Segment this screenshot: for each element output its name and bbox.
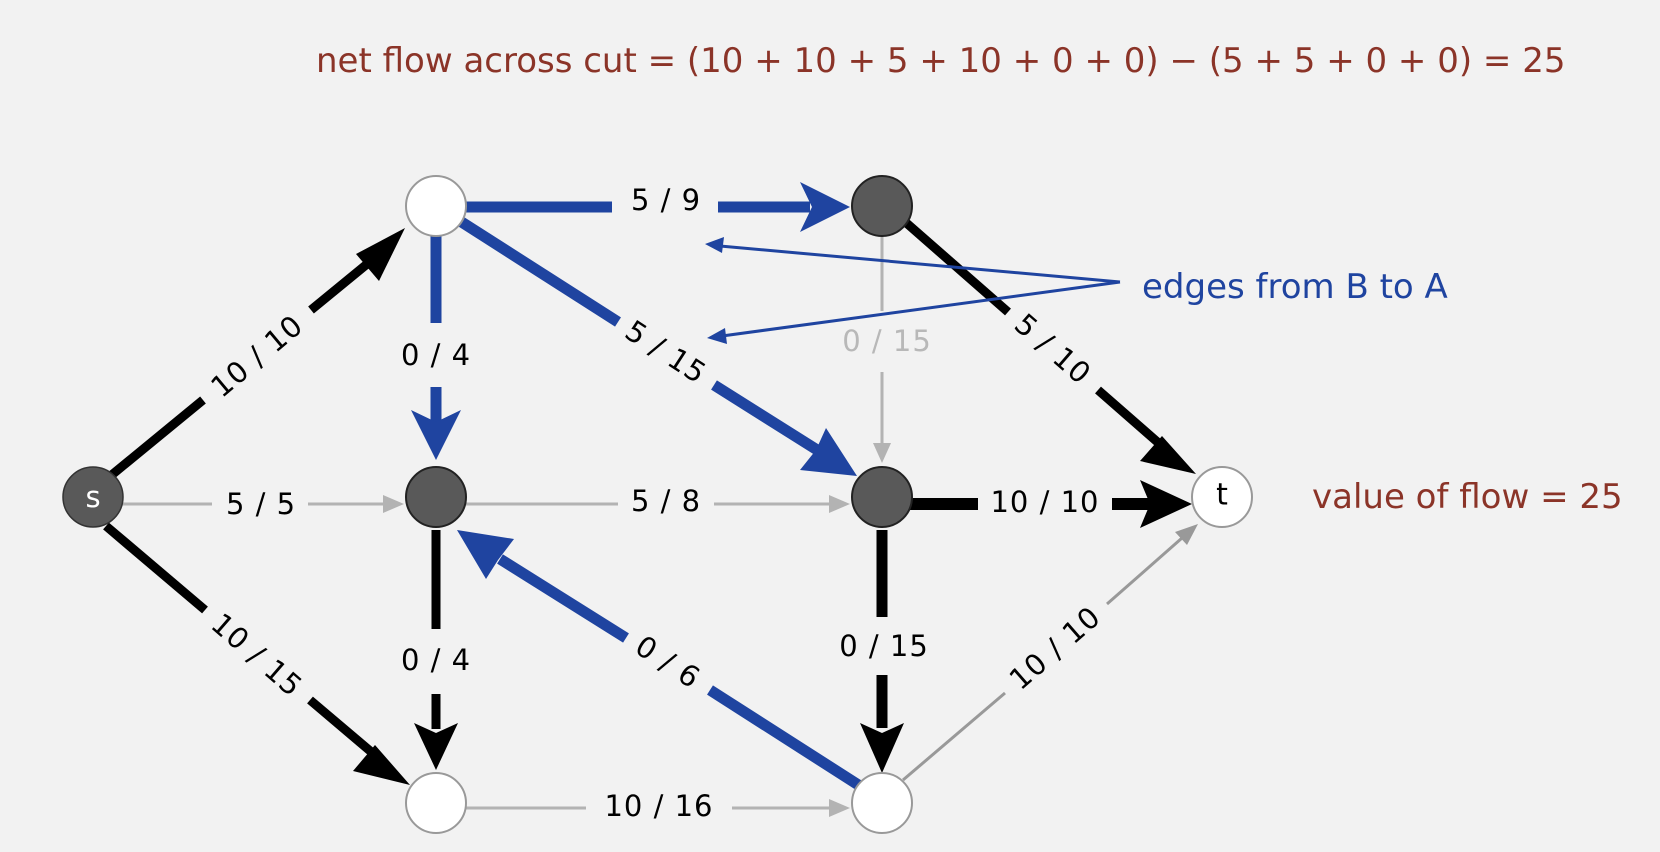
edge-v4-v3: 0 / 4 [401, 530, 471, 770]
net-flow-formula: net flow across cut = (10 + 10 + 5 + 10 … [316, 41, 1565, 81]
arrowhead-icon [873, 443, 891, 463]
arrowhead-icon [383, 495, 404, 513]
edge-label-v2-v5: 0 / 15 [842, 324, 932, 358]
arrowhead-icon [356, 228, 405, 281]
edge-v1-v2: 5 / 9 [465, 182, 850, 232]
edge-label-v4-v5: 5 / 8 [631, 484, 701, 518]
node-t [1191, 466, 1253, 528]
arrowhead-icon [860, 723, 904, 773]
arrowhead-icon [353, 745, 410, 785]
edge-label-v5-t: 10 / 10 [990, 485, 1099, 519]
nodes: s t [62, 175, 1253, 834]
arrowhead-icon [1140, 436, 1196, 474]
edge-v5-t: 10 / 10 [910, 480, 1192, 528]
node-v2 [851, 175, 913, 237]
edge-v3-v6: 10 / 16 [466, 789, 850, 823]
arrowhead-icon [707, 328, 727, 344]
node-v4 [405, 466, 467, 528]
arrowhead-icon [414, 723, 458, 770]
node-label-s: s [85, 480, 100, 514]
edge-v5-v6: 0 / 15 [839, 530, 929, 773]
edge-v1-v4: 0 / 4 [401, 236, 471, 460]
edge-label-v3-v6: 10 / 16 [604, 789, 713, 823]
edge-label-v4-v3: 0 / 4 [401, 643, 471, 677]
edge-label-s-v4: 5 / 5 [226, 487, 296, 521]
edge-label-v1-v2: 5 / 9 [631, 183, 701, 217]
edge-label-v5-v6: 0 / 15 [839, 629, 929, 663]
arrowhead-icon [1175, 524, 1198, 545]
edges-from-b-to-a-label: edges from B to A [1142, 267, 1448, 307]
edges-from-b-to-a-pointers [705, 237, 1121, 344]
arrowhead-icon [800, 428, 857, 476]
node-s [62, 466, 124, 528]
node-label-t: t [1216, 478, 1228, 513]
arrowhead-icon [800, 182, 850, 232]
node-v5 [851, 466, 913, 528]
edge-label-v1-v4: 0 / 4 [401, 338, 471, 372]
node-v6 [851, 772, 913, 834]
value-of-flow-label: value of flow = 25 [1312, 477, 1623, 517]
arrowhead-icon [829, 799, 850, 817]
node-v1 [405, 175, 467, 237]
arrowhead-icon [411, 410, 461, 460]
edge-s-v4: 5 / 5 [118, 487, 404, 521]
edge-v4-v5: 5 / 8 [466, 484, 850, 518]
arrowhead-icon [829, 495, 850, 513]
arrowhead-icon [1140, 480, 1192, 528]
arrowhead-icon [457, 530, 514, 579]
arrowhead-icon [705, 237, 724, 253]
edge-v2-v5: 0 / 15 [842, 236, 932, 463]
node-v3 [405, 772, 467, 834]
